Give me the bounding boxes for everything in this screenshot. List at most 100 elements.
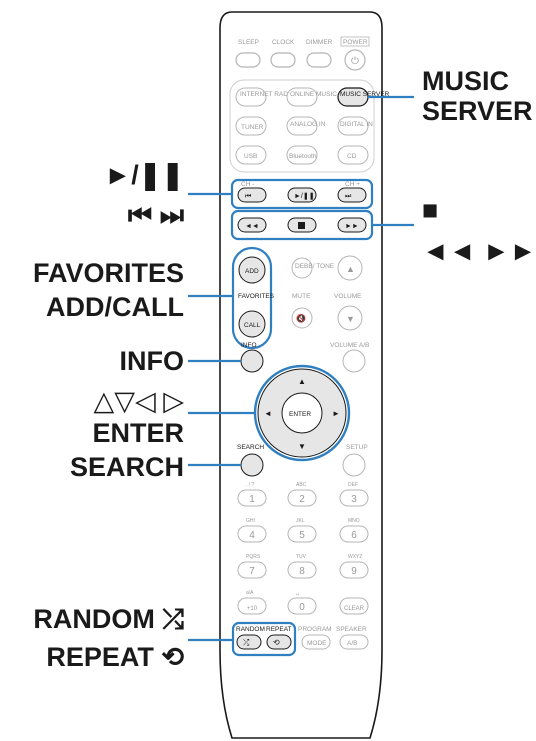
fast-forward-button[interactable] (337, 217, 367, 233)
tuner-button[interactable] (235, 116, 267, 136)
dimmer-button[interactable] (306, 52, 332, 68)
rewind-icon: ◄◄ (245, 223, 259, 230)
transport-buttons: ⏮ ►/❚❚ ⏭ ◄◄ ►► (237, 187, 367, 233)
info-button[interactable] (240, 349, 264, 373)
music-server-callout-line2: SERVER (422, 96, 533, 126)
keypad-button[interactable] (339, 561, 369, 579)
power-label: POWER (343, 39, 368, 46)
volume-down-button[interactable] (337, 305, 363, 331)
volume-ab-label: VOLUME A/B (330, 342, 369, 349)
power-button[interactable] (344, 49, 366, 71)
random-callout: RANDOM ⤮ (33, 604, 184, 634)
internet-radio-button[interactable] (235, 87, 267, 107)
keypad-key-label: 2 (299, 494, 305, 505)
bluetooth-button[interactable] (286, 145, 318, 165)
clock-button[interactable] (270, 52, 296, 68)
keypad-sub-label: WXYZ (348, 554, 362, 560)
mute-button[interactable] (291, 307, 313, 329)
cursor-down-icon[interactable]: ▼ (298, 442, 306, 451)
usb-button[interactable] (235, 145, 267, 165)
sleep-button[interactable] (235, 52, 261, 68)
mute-label: MUTE (292, 293, 311, 300)
setup-button[interactable] (342, 453, 366, 477)
rewind-button[interactable] (237, 217, 267, 233)
cursor-left-icon[interactable]: ◄ (264, 409, 272, 418)
svg-text:INTERNET RADIO: INTERNET RADIO (240, 91, 295, 98)
keypad-sub-label: ABC (296, 482, 307, 488)
keypad-key-label: 1 (249, 494, 255, 505)
keypad-key-label: 9 (351, 566, 357, 577)
svg-text:DEBB/ TONE: DEBB/ TONE (295, 263, 335, 270)
digital-in-button[interactable] (337, 116, 369, 136)
skip-forward-button[interactable] (337, 187, 367, 203)
info-key-label: INFO (241, 342, 257, 349)
enter-key-label: ENTER (289, 411, 311, 418)
volume-up-button[interactable] (337, 255, 363, 281)
speaker-label: SPEAKER (336, 626, 367, 633)
stop-callout: ■ (422, 195, 439, 225)
keypad-button[interactable] (287, 489, 317, 507)
repeat-callout: REPEAT ⟲ (46, 642, 184, 672)
keypad-button[interactable] (339, 597, 369, 615)
favorites-add-button[interactable] (238, 256, 266, 284)
online-music-button[interactable] (286, 87, 318, 107)
keypad-button[interactable] (237, 489, 267, 507)
fast-forward-icon: ►► (345, 223, 359, 230)
keypad-sub-label: JKL (296, 518, 305, 524)
keypad-button[interactable] (287, 561, 317, 579)
keypad-key-label: 8 (299, 566, 305, 577)
favorites-call-button[interactable] (238, 310, 266, 338)
repeat-icon: ⟲ (273, 638, 280, 647)
favorites-highlight (231, 246, 273, 350)
keypad-button[interactable] (339, 489, 369, 507)
cursor-callout: △▽◁ ▷ (93, 386, 184, 416)
keypad-key-label: 6 (351, 530, 357, 541)
clock-label: CLOCK (272, 39, 295, 46)
random-callout-text: RANDOM (33, 604, 155, 634)
shuffle-icon: ⤮ (243, 638, 250, 647)
cursor-right-icon[interactable]: ► (332, 409, 340, 418)
repeat-key-label: REPEAT (266, 626, 292, 633)
speaker-ab-button[interactable] (339, 634, 369, 650)
keypad-key-label: 5 (299, 530, 305, 541)
random-key-label: RANDOM (236, 626, 265, 633)
keypad-button[interactable] (287, 525, 317, 543)
play-pause-icon: ►/❚❚ (294, 192, 315, 200)
keypad-key-label: 3 (351, 494, 357, 505)
svg-text:Bluetooth: Bluetooth (289, 153, 317, 160)
enter-button[interactable] (281, 392, 323, 434)
program-label: PROGRAM (298, 626, 332, 633)
svg-text:ANALOG IN: ANALOG IN (290, 121, 326, 128)
ch-plus-label: CH + (345, 181, 360, 188)
cursor-up-icon[interactable]: ▲ (298, 377, 306, 386)
search-callout: SEARCH (69, 452, 184, 482)
enter-callout: ENTER (92, 418, 184, 448)
keypad-button[interactable] (237, 561, 267, 579)
search-button[interactable] (240, 453, 264, 477)
dimmer-tone-button[interactable] (291, 257, 313, 279)
skip-back-button[interactable] (237, 187, 267, 203)
svg-text:DIGITAL IN: DIGITAL IN (340, 121, 373, 128)
numeric-keypad: . / ?1ABC2DEF3GHI4JKL5MNO6PQRS7TUV8WXYZ9… (237, 482, 369, 615)
play-pause-button[interactable] (287, 187, 317, 203)
random-button[interactable] (236, 634, 262, 650)
keypad-key-label: 4 (249, 530, 255, 541)
volume-ab-button[interactable] (342, 349, 366, 373)
analog-in-button[interactable] (286, 116, 318, 136)
keypad-button[interactable] (237, 525, 267, 543)
keypad-button[interactable] (339, 525, 369, 543)
svg-text:ONLINE MUSIC: ONLINE MUSIC (290, 91, 337, 98)
mode-button[interactable] (301, 634, 331, 650)
leader-lines (188, 95, 414, 642)
keypad-button[interactable] (237, 597, 267, 615)
repeat-button[interactable] (266, 634, 292, 650)
svg-text:TUNER: TUNER (241, 124, 264, 131)
dimmer-label: DIMMER (306, 39, 333, 46)
repeat-icon: ⟲ (161, 642, 184, 672)
keypad-sub-label: . / ? (246, 482, 255, 488)
keypad-button[interactable] (287, 597, 317, 615)
cd-button[interactable] (337, 145, 369, 165)
volume-up-icon: ▲ (346, 264, 355, 274)
sleep-label: SLEEP (238, 39, 259, 46)
